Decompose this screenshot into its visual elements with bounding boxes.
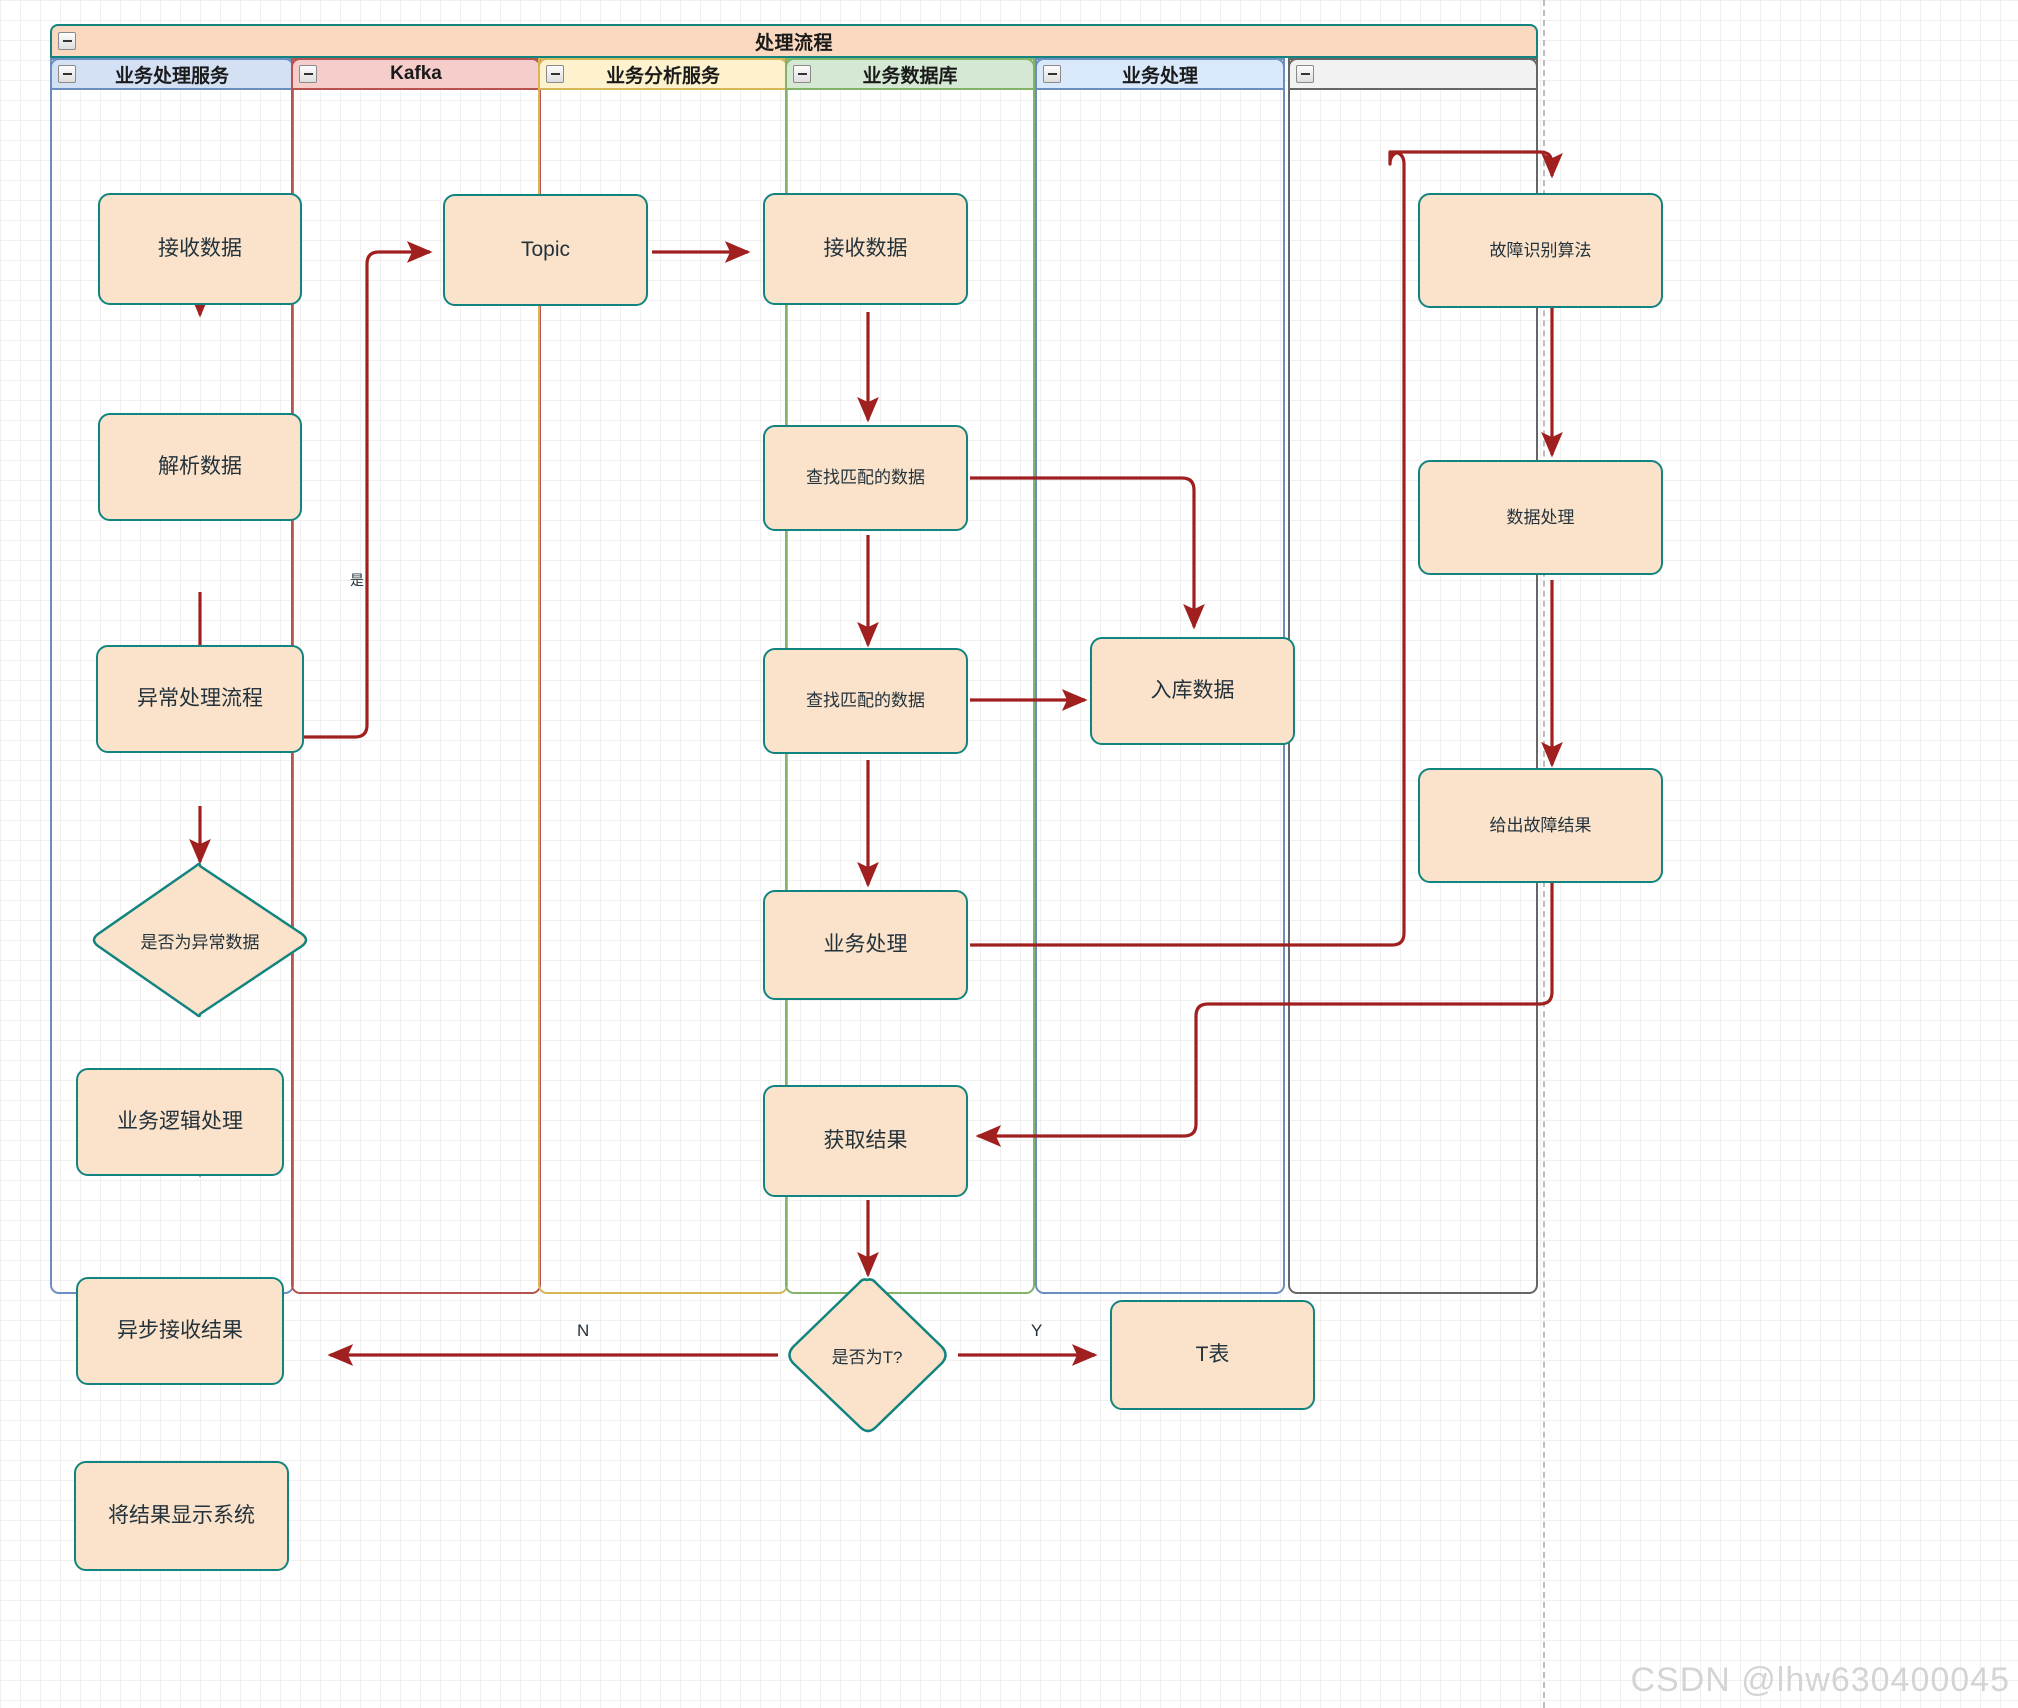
node-label: 业务逻辑处理 [117,1109,243,1133]
node-store-data[interactable]: 入库数据 [1090,637,1295,745]
edge-label-y: Y [1031,1321,1043,1340]
node-receive-data-1[interactable]: 接收数据 [98,193,302,305]
edge-label-n: N [577,1321,590,1340]
lane-label-biz-database: 业务数据库 [862,65,958,87]
lane-label-kafka: Kafka [390,63,442,84]
lane-label-biz-handling: 业务处理 [1121,65,1198,87]
node-label: 是否为异常数据 [140,932,260,952]
node-label: 是否为T? [831,1347,903,1367]
node-receive-data-2[interactable]: 接收数据 [763,193,968,305]
lane-header-biz-analysis-service[interactable]: 业务分析服务 [538,58,788,90]
node-parse-data[interactable]: 解析数据 [98,413,302,521]
lane-label-biz-process-service: 业务处理服务 [114,65,229,87]
lane-label-biz-analysis-service: 业务分析服务 [605,65,720,87]
pool-title-bar[interactable]: 处理流程 [50,24,1538,58]
node-label: 异步接收结果 [117,1318,243,1342]
node-biz-process[interactable]: 业务处理 [763,890,968,1000]
lane-collapse-icon-5[interactable] [1043,65,1061,83]
lane-collapse-icon-6[interactable] [1296,65,1314,83]
node-label: 入库数据 [1150,678,1235,702]
lane-collapse-icon-2[interactable] [299,65,317,83]
node-label: 将结果显示系统 [108,1503,255,1527]
lane-collapse-icon-1[interactable] [58,65,76,83]
node-async-receive-result[interactable]: 异步接收结果 [76,1277,284,1385]
node-label: 查找匹配的数据 [806,468,925,488]
node-label: 查找匹配的数据 [806,691,925,711]
node-label: Topic [520,237,571,261]
lane-header-biz-database[interactable]: 业务数据库 [785,58,1035,90]
pool-collapse-icon[interactable] [58,32,76,50]
node-label: 数据处理 [1506,507,1575,527]
node-label: 接收数据 [158,236,242,260]
node-is-abnormal-data[interactable]: 是否为异常数据 [86,860,314,1020]
lane-header-empty[interactable] [1288,58,1538,90]
node-show-result-system[interactable]: 将结果显示系统 [74,1461,289,1571]
node-label: 接收数据 [823,236,908,260]
node-exception-flow[interactable]: 异常处理流程 [96,645,304,753]
lane-collapse-icon-3[interactable] [546,65,564,83]
node-topic[interactable]: Topic [443,194,648,306]
watermark-text: CSDN @lhw630400045 [1630,1661,2010,1699]
lane-header-biz-process-service[interactable]: 业务处理服务 [50,58,294,90]
edge-label-yes: 是 [350,572,364,588]
node-label: 故障识别算法 [1489,240,1592,260]
node-data-process[interactable]: 数据处理 [1418,460,1663,575]
node-label: 获取结果 [823,1128,908,1152]
node-is-t[interactable]: 是否为T? [784,1275,950,1435]
node-find-match-2[interactable]: 查找匹配的数据 [763,648,968,754]
node-label: 业务处理 [823,932,908,956]
node-fault-result[interactable]: 给出故障结果 [1418,768,1663,883]
lane-collapse-icon-4[interactable] [793,65,811,83]
node-label: 给出故障结果 [1489,815,1592,835]
node-label: T表 [1195,1342,1230,1366]
node-t-table[interactable]: T表 [1110,1300,1315,1410]
node-label: 解析数据 [158,454,242,478]
pool-title-label: 处理流程 [754,32,833,54]
node-find-match-1[interactable]: 查找匹配的数据 [763,425,968,531]
lane-header-biz-handling[interactable]: 业务处理 [1035,58,1285,90]
node-biz-logic[interactable]: 业务逻辑处理 [76,1068,284,1176]
node-label: 异常处理流程 [137,686,263,710]
lane-header-kafka[interactable]: Kafka [291,58,541,90]
node-get-result[interactable]: 获取结果 [763,1085,968,1197]
node-fault-algorithm[interactable]: 故障识别算法 [1418,193,1663,308]
